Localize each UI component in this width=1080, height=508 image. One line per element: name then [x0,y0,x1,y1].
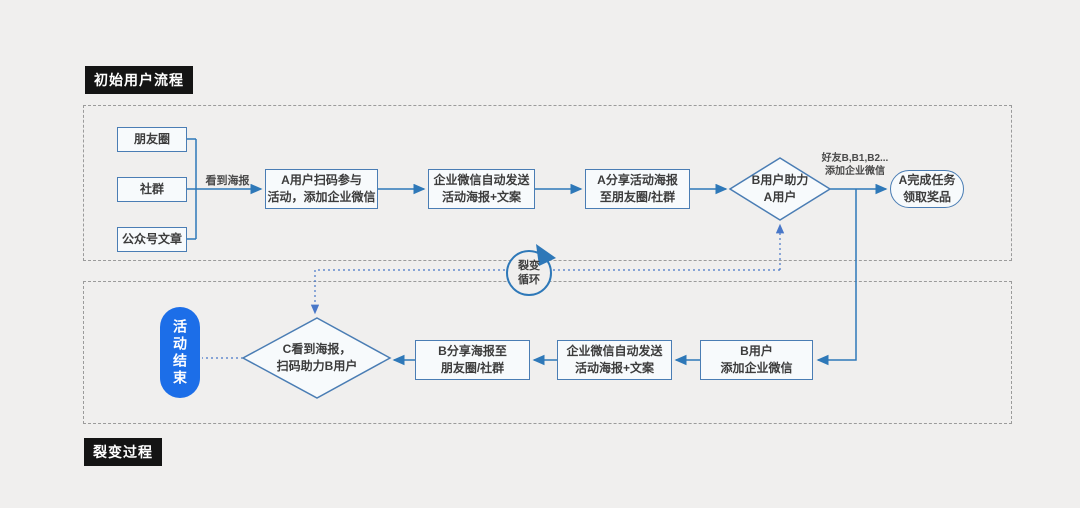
section-label-initial-flow: 初始用户流程 [85,66,193,94]
loop-label: 裂变 循环 [518,259,540,286]
node-a-scan-join: A用户扫码参与 活动，添加企业微信 [265,169,378,209]
decision-b-assist-label: B用户助力 A用户 [751,172,809,204]
node-auto-send-bottom: 企业微信自动发送 活动海报+文案 [557,340,672,380]
edges-fission-loop [202,223,785,359]
node-b-share: B分享海报至 朋友圈/社群 [415,340,530,380]
loop-circle-arrow-icon [536,244,556,266]
source-box-article: 公众号文章 [117,227,187,252]
edge-source-junction [187,138,197,240]
node-activity-end: 活动结束 [160,307,200,398]
node-a-reward: A完成任务 领取奖品 [890,170,964,208]
decision-c-scan-label: C看到海报， 扫码助力B用户 [276,341,358,373]
source-box-moments: 朋友圈 [117,127,187,152]
section-label-fission: 裂变过程 [84,438,162,466]
edge-drop-to-b-add [816,189,857,366]
node-a-share: A分享活动海报 至朋友圈/社群 [585,169,690,209]
node-b-add-wecom: B用户 添加企业微信 [700,340,813,380]
source-box-community: 社群 [117,177,187,202]
edge-label-friends: 好友B,B1,B2... 添加企业微信 [821,153,889,177]
edge-label-see-poster: 看到海报 [205,175,250,187]
edge-loop-to-cdecision [310,269,780,315]
edges-top-row [196,183,888,366]
node-auto-send-top: 企业微信自动发送 活动海报+文案 [428,169,535,209]
decision-b-assist-shape [728,157,832,221]
decision-c-scan-shape [241,317,392,399]
